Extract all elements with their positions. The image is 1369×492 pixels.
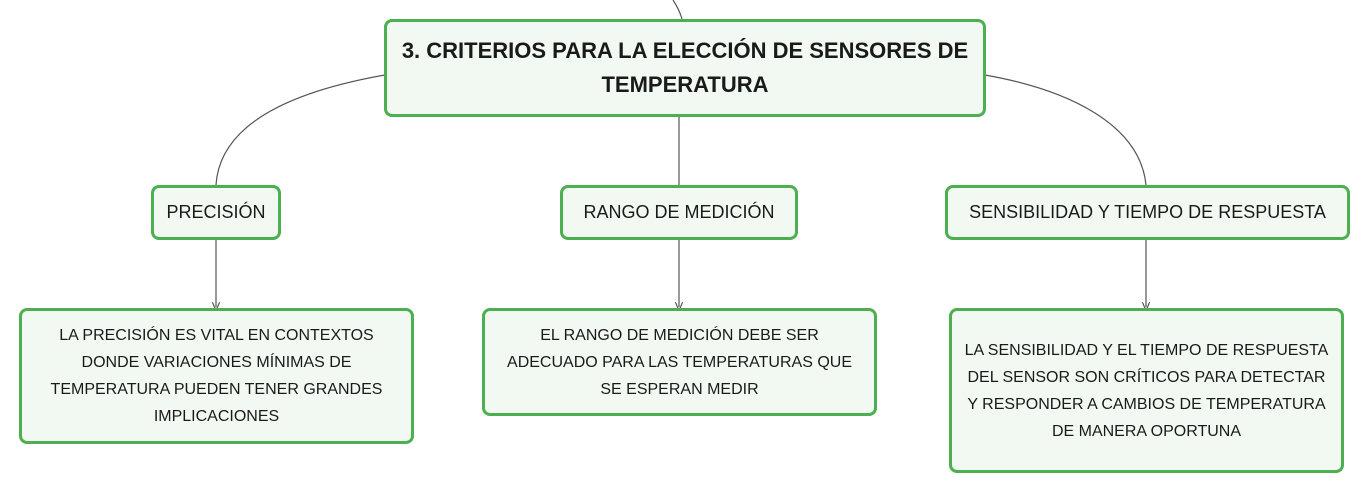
- detail-text: EL RANGO DE MEDICIÓN DEBE SER ADECUADO P…: [507, 326, 852, 398]
- root-node-text: 3. CRITERIOS PARA LA ELECCIÓN DE SENSORE…: [401, 38, 969, 97]
- branch-label: SENSIBILIDAD Y TIEMPO DE RESPUESTA: [969, 202, 1326, 222]
- detail-text: LA SENSIBILIDAD Y EL TIEMPO DE RESPUESTA…: [964, 341, 1329, 440]
- connector-root-to-sensitivity: [984, 74, 1147, 186]
- branch-label: PRECISIÓN: [166, 202, 266, 222]
- branch-label: RANGO DE MEDICIÓN: [583, 202, 775, 222]
- detail-node-range[interactable]: EL RANGO DE MEDICIÓN DEBE SER ADECUADO P…: [482, 308, 877, 416]
- root-node[interactable]: 3. CRITERIOS PARA LA ELECCIÓN DE SENSORE…: [384, 19, 986, 117]
- detail-node-sensitivity[interactable]: LA SENSIBILIDAD Y EL TIEMPO DE RESPUESTA…: [949, 308, 1344, 473]
- connector-parent-to-root: [672, 0, 683, 20]
- detail-node-precision[interactable]: LA PRECISIÓN ES VITAL EN CONTEXTOS DONDE…: [19, 308, 414, 444]
- detail-text: LA PRECISIÓN ES VITAL EN CONTEXTOS DONDE…: [50, 327, 383, 425]
- connector-root-to-precision: [215, 74, 386, 186]
- branch-node-range[interactable]: RANGO DE MEDICIÓN: [560, 185, 798, 240]
- branch-node-precision[interactable]: PRECISIÓN: [151, 185, 281, 240]
- branch-node-sensitivity[interactable]: SENSIBILIDAD Y TIEMPO DE RESPUESTA: [945, 185, 1350, 240]
